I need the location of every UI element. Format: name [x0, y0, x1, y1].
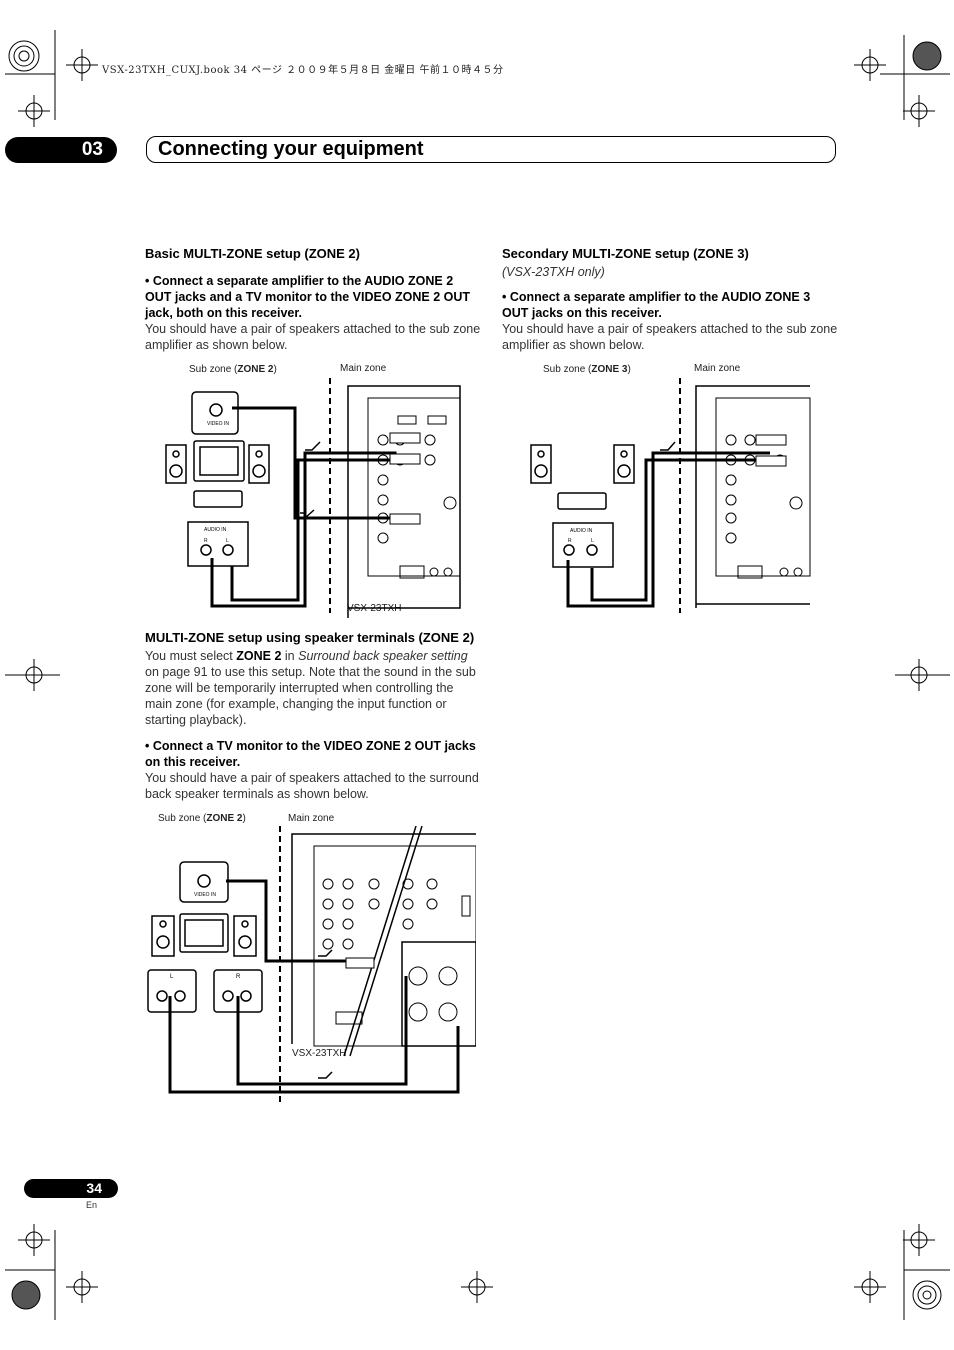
tv-icon — [179, 913, 229, 953]
svg-text:R: R — [236, 974, 241, 980]
secondary-zone3-bullet: • Connect a separate amplifier to the AU… — [502, 290, 811, 320]
corner-rosette-icon — [8, 40, 40, 72]
corner-rosette-icon — [11, 1280, 41, 1310]
secondary-zone3-body: You should have a pair of speakers attac… — [502, 322, 838, 352]
svg-text:VIDEO IN: VIDEO IN — [194, 892, 216, 898]
tv-icon — [193, 440, 245, 482]
speaker-terminals-heading: MULTI-ZONE setup using speaker terminals… — [145, 630, 475, 645]
diagram2-subzone-label: Sub zone (ZONE 3) — [543, 364, 631, 375]
print-info-line: VSX-23TXH_CUXJ.book 34 ページ ２００９年５月８日 金曜日… — [102, 65, 504, 76]
secondary-zone3-note: (VSX-23TXH only) — [502, 265, 605, 279]
amplifier-icon — [193, 490, 243, 508]
diagram-secondary-zone3: AUDIO IN R L — [530, 378, 811, 613]
terminal-block-left-icon — [147, 969, 197, 1013]
basic-zone2-body: You should have a pair of speakers attac… — [145, 322, 481, 352]
svg-text:AUDIO IN: AUDIO IN — [204, 527, 227, 533]
speaker-left-icon — [530, 444, 552, 484]
diagram3-model-label: VSX-23TXH — [292, 1048, 347, 1059]
diagram-speaker-terminals: VIDEO IN L R — [147, 826, 476, 1106]
basic-zone2-heading: Basic MULTI-ZONE setup (ZONE 2) — [145, 246, 360, 261]
speaker-left-icon — [151, 915, 175, 957]
speaker-terminals-body: You must select ZONE 2 in Surround back … — [145, 649, 476, 727]
corner-rosette-icon — [912, 41, 942, 71]
terminal-block-right-icon — [213, 969, 263, 1013]
secondary-zone3-heading: Secondary MULTI-ZONE setup (ZONE 3) — [502, 246, 749, 261]
page-number-badge: 34 — [24, 1179, 118, 1198]
amplifier-icon — [557, 492, 607, 510]
chapter-title-bar — [146, 136, 836, 163]
svg-text:L: L — [170, 974, 174, 980]
diagram-basic-zone2: VIDEO IN AUDIO IN R L — [165, 378, 461, 618]
svg-text:R: R — [568, 538, 572, 544]
svg-text:AUDIO IN: AUDIO IN — [570, 528, 593, 534]
speaker-right-icon — [613, 444, 635, 484]
speaker-right-icon — [248, 444, 270, 484]
diagram3-subzone-label: Sub zone (ZONE 2) — [158, 813, 246, 824]
corner-rosette-icon — [912, 1280, 942, 1310]
diagram1-subzone-label: Sub zone (ZONE 2) — [189, 364, 277, 375]
chapter-title: Connecting your equipment — [158, 138, 424, 160]
svg-text:R: R — [204, 538, 208, 544]
basic-zone2-bullet: • Connect a separate amplifier to the AU… — [145, 274, 471, 320]
diagram3-mainzone-label: Main zone — [288, 813, 335, 824]
language-code: En — [86, 1200, 98, 1210]
diagram2-mainzone-label: Main zone — [694, 363, 741, 374]
speaker-left-icon — [165, 444, 187, 484]
diagram1-mainzone-label: Main zone — [340, 363, 387, 374]
speaker-terminals-body-after: You should have a pair of speakers attac… — [145, 771, 479, 801]
speaker-terminals-bullet: • Connect a TV monitor to the VIDEO ZONE… — [145, 739, 476, 769]
svg-text:L: L — [226, 538, 229, 544]
chapter-number-badge: 03 — [5, 137, 117, 163]
speaker-right-icon — [233, 915, 257, 957]
svg-text:L: L — [591, 538, 594, 544]
svg-text:VIDEO IN: VIDEO IN — [207, 421, 229, 427]
